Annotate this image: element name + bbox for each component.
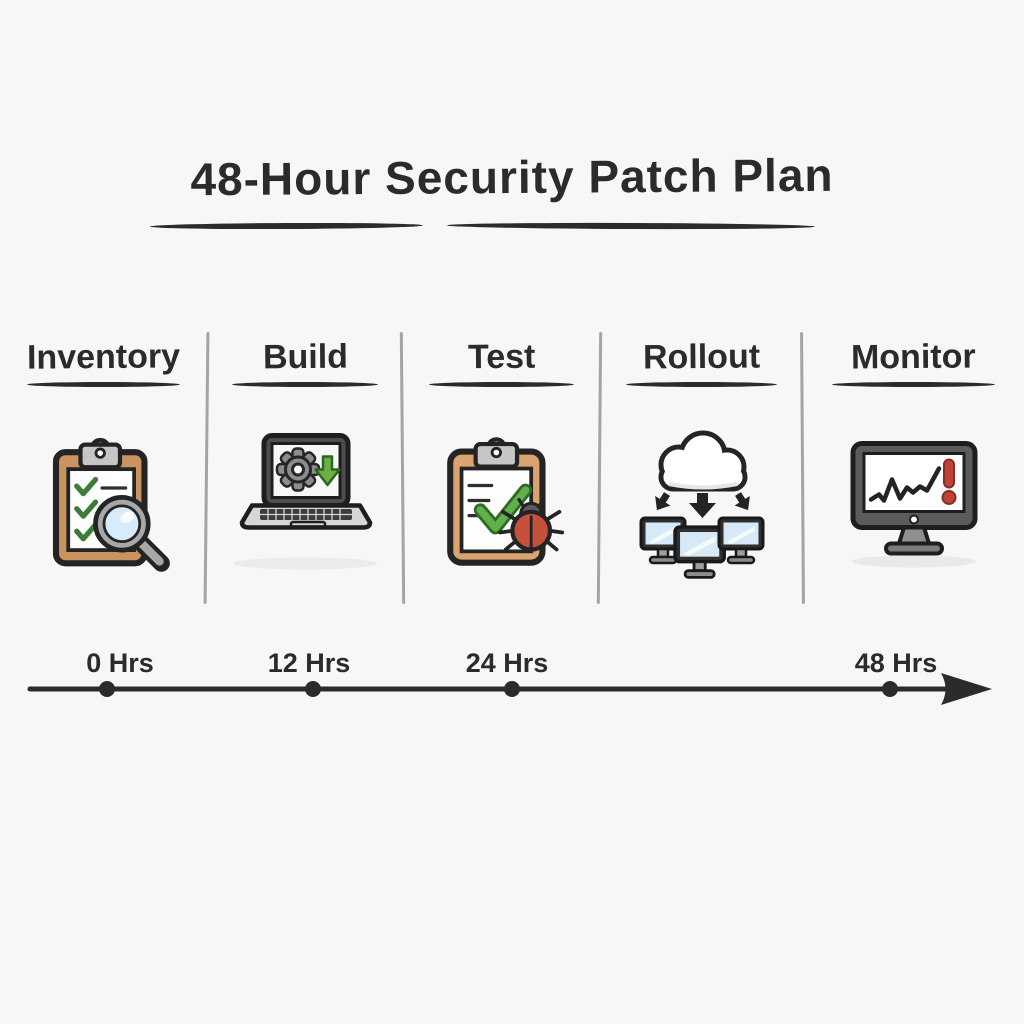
shadow <box>851 555 976 568</box>
clipboard-checkmark-bug-icon <box>446 437 564 566</box>
stage-monitor: Monitor <box>803 330 1024 610</box>
cloud-deploy-monitors-icon <box>639 430 764 579</box>
cloud <box>658 430 747 492</box>
timeline: 0 Hrs 12 Hrs 24 Hrs 48 Hrs <box>0 640 1024 730</box>
milestone-label: 24 Hrs <box>465 648 549 678</box>
title-underline-right <box>446 222 816 230</box>
stage-label: Build <box>262 337 348 377</box>
monitor-right <box>717 516 764 565</box>
stage-label-underline <box>428 382 575 387</box>
gear <box>275 447 321 492</box>
timeline-dot <box>305 681 321 697</box>
timeline-axis <box>27 673 992 705</box>
bug <box>497 497 564 552</box>
stage-label-underline <box>626 382 777 387</box>
stage-label: Test <box>467 337 536 377</box>
laptop-gear-download-icon <box>233 433 377 570</box>
timeline-dot <box>99 681 115 697</box>
stage-build: Build <box>207 330 403 610</box>
checkmark <box>473 483 532 535</box>
page-title: 48-Hour Security Patch Plan <box>190 148 834 206</box>
stage-test: Test <box>403 330 600 610</box>
laptop-base <box>239 503 373 530</box>
title-underline-left <box>149 222 424 230</box>
monitor-center <box>672 525 726 579</box>
stage-inventory: Inventory <box>0 330 207 610</box>
shadow <box>233 557 377 570</box>
stage-label: Monitor <box>851 337 976 377</box>
milestone-label: 48 Hrs <box>854 648 938 678</box>
timeline-dot <box>504 681 520 697</box>
arrowhead <box>941 673 992 705</box>
stage-label: Rollout <box>642 337 761 377</box>
milestone-label: 0 Hrs <box>86 648 154 678</box>
stage-label: Inventory <box>26 337 181 377</box>
stage-label-underline <box>831 382 996 387</box>
magnifier <box>92 495 170 572</box>
monitor-trend-alert-icon <box>850 441 977 568</box>
stage-label-underline <box>26 382 181 387</box>
alert-exclamation <box>941 458 956 505</box>
clipboard-checklist-magnifier-icon <box>52 437 170 572</box>
stages-row: Inventory <box>0 330 1024 610</box>
download-arrow <box>314 455 341 487</box>
stage-label-underline <box>232 382 378 387</box>
trend-line <box>868 466 941 503</box>
stage-rollout: Rollout <box>600 330 803 610</box>
deploy-arrows <box>654 492 750 518</box>
timeline-dot <box>882 681 898 697</box>
milestone-label: 12 Hrs <box>267 648 351 678</box>
